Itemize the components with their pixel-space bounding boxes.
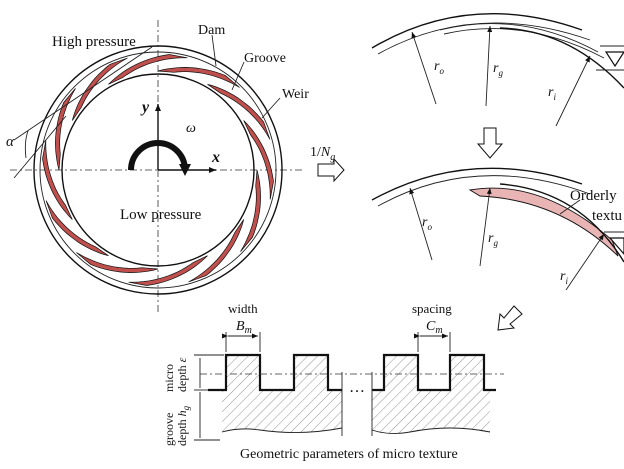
groove-depth-line-2: depth	[175, 419, 189, 446]
hollow-arrow-icon	[317, 157, 345, 183]
spacing-symbol: Cm	[426, 319, 443, 336]
texture-leader	[559, 199, 581, 215]
orderly-texture-region	[468, 187, 619, 257]
orderly-label: Orderly	[570, 188, 617, 204]
micro-depth-label-group-2: depth ε	[175, 357, 189, 392]
outer-ring-circle	[39, 51, 277, 289]
ellipsis: …	[349, 379, 365, 396]
spiral-groove	[108, 54, 188, 85]
spiral-groove	[71, 57, 128, 121]
r-g-arrow-bottom	[479, 187, 492, 267]
alpha-label: α	[6, 134, 15, 150]
micro-texture-profile	[194, 332, 504, 441]
r-i-arrow-bottom	[565, 233, 605, 291]
low-pressure-label: Low pressure	[120, 207, 202, 223]
spiral-groove	[128, 255, 208, 286]
spacing-label: spacing	[412, 301, 452, 316]
down-hollow-arrow-icon	[476, 127, 504, 159]
weir-label: Weir	[282, 87, 309, 102]
spiral-groove	[76, 252, 159, 273]
alpha-arc	[24, 130, 29, 159]
hatched-substrate-right	[372, 355, 490, 434]
r-o-arrow-top	[411, 31, 437, 105]
groove-depth-label-group: groove	[162, 413, 176, 446]
spiral-groove	[55, 88, 76, 171]
weir-leader	[261, 97, 281, 119]
dam-label: Dam	[198, 23, 225, 38]
spiral-groove	[240, 169, 261, 252]
groove-leader	[231, 61, 245, 91]
break-line-right	[371, 427, 491, 435]
diagonal-hollow-arrow-icon	[497, 305, 523, 331]
spiral-grooves	[42, 54, 274, 286]
r-g-label-top: rg	[493, 61, 503, 78]
spiral-groove	[45, 200, 109, 257]
r-i-label-bottom: ri	[560, 269, 568, 286]
micro-depth-label-group: micro	[162, 364, 176, 392]
r-i-label-top: ri	[548, 85, 556, 102]
pressure-triangle-top-icon	[604, 51, 624, 68]
fraction-label: 1/Ng	[310, 145, 335, 163]
spiral-groove	[243, 120, 274, 200]
micro-depth-symbol: ε	[175, 357, 189, 362]
micro-depth-line-1: micro	[162, 364, 176, 392]
texture-profile-left	[208, 353, 342, 392]
sector-view-top	[371, 13, 624, 127]
groove-arc-top	[439, 23, 599, 53]
y-axis-label: y	[140, 99, 150, 116]
groove-depth-label-group-2: depth hg	[175, 405, 191, 446]
groove-label: Groove	[244, 51, 286, 66]
r-g-label-bottom: rg	[488, 231, 498, 248]
outer-arc-top	[371, 13, 583, 49]
spiral-groove	[157, 67, 240, 88]
r-o-arrow-bottom	[409, 187, 433, 261]
outer-arc-bottom	[371, 167, 583, 201]
sector-view-bottom	[371, 167, 624, 291]
caption: Geometric parameters of micro texture	[240, 447, 458, 462]
hatched-substrate-left	[222, 355, 342, 433]
r-o-label-bottom: ro	[422, 215, 432, 232]
groove-depth-line-1: groove	[162, 413, 176, 446]
rotation-arrowhead-icon	[179, 164, 191, 176]
omega-label: ω	[186, 121, 196, 136]
radial-reference-line	[13, 115, 67, 179]
inner-arc-top	[499, 27, 624, 89]
outer-circle	[33, 45, 283, 295]
spiral-groove	[188, 219, 245, 283]
inner-circle	[61, 73, 255, 267]
break-line-left	[221, 427, 343, 434]
groove-depth-symbol: h	[175, 410, 189, 416]
dam-leader	[211, 34, 217, 67]
seal-face	[10, 20, 305, 315]
svg-text:depthε: depth ε	[175, 357, 189, 392]
spiral-groove	[207, 83, 271, 140]
outer-arc-bottom-2	[377, 175, 591, 207]
high-pressure-label: High pressure	[52, 34, 136, 50]
rotation-arc-icon	[128, 140, 188, 171]
r-o-label-top: ro	[434, 59, 444, 76]
r-i-arrow-top	[555, 55, 591, 127]
groove-depth-sub: g	[181, 405, 191, 410]
texture-label: textu	[592, 208, 622, 224]
svg-text:depthhg: depth hg	[175, 405, 191, 446]
width-symbol: Bm	[236, 319, 252, 336]
r-g-arrow-top	[485, 25, 493, 107]
spiral-tangent-line	[13, 46, 153, 141]
micro-depth-line-2: depth	[175, 365, 189, 392]
x-axis-label: x	[211, 149, 220, 166]
texture-profile-right	[372, 353, 496, 392]
width-label: width	[228, 301, 258, 316]
pressure-triangle-bottom-icon	[608, 237, 624, 255]
